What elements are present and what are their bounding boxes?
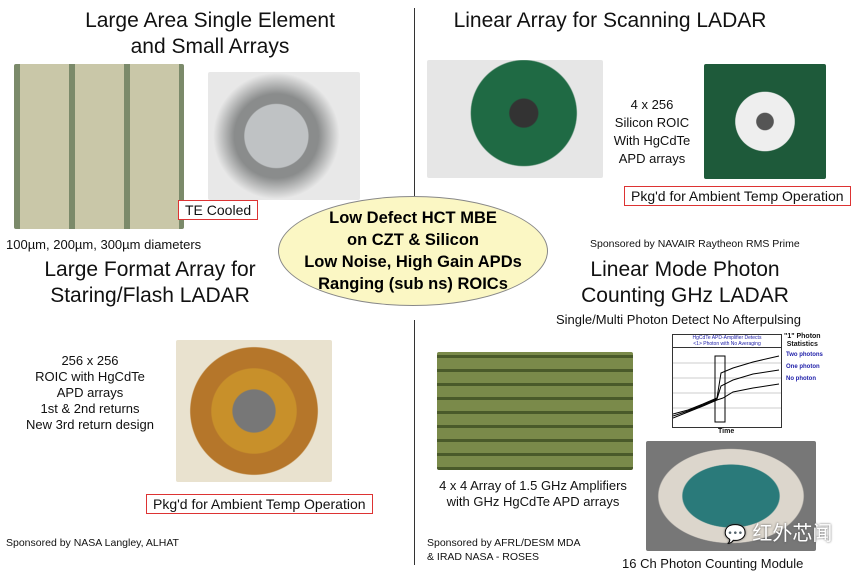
- title-line: and Small Arrays: [130, 35, 290, 58]
- desc-line: APD arrays: [618, 151, 686, 166]
- ellipse-line: Low Noise, High Gain APDs: [304, 253, 522, 271]
- desc-line: New 3rd return design: [26, 417, 154, 432]
- desc-line: 1st & 2nd returns: [40, 401, 140, 416]
- caption-line: with GHz HgCdTe APD arrays: [446, 494, 620, 509]
- apd-array-photo: [14, 64, 184, 229]
- title-large-area: Large Area Single Element and Small Array…: [40, 8, 380, 60]
- desc-line: With HgCdTe: [613, 133, 691, 148]
- desc-line: 4 x 256: [630, 97, 674, 112]
- desc-line: 256 x 256: [61, 353, 119, 368]
- ellipse-line: Ranging (sub ns) ROICs: [318, 275, 508, 293]
- ellipse-line: on CZT & Silicon: [347, 231, 479, 249]
- trace-no-photon: [672, 383, 780, 419]
- sponsor-line: & IRAD NASA - ROSES: [427, 551, 540, 563]
- diameters-caption: 100µm, 200µm, 300µm diameters: [6, 237, 202, 252]
- packaged-linear-array-photo: [704, 64, 826, 179]
- title-line: Large Format Array for: [44, 258, 256, 281]
- sponsor-afrl: Sponsored by AFRL/DESM MDA & IRAD NASA - …: [427, 536, 580, 564]
- title-line: Staring/Flash LADAR: [50, 284, 250, 307]
- photon-chart: HgCdTe APD-Amplifier Detects<1> Photon w…: [672, 334, 782, 428]
- sponsor-nasa-langley: Sponsored by NASA Langley, ALHAT: [6, 537, 179, 549]
- stats-line: "1" Photon: [784, 333, 821, 340]
- chart-xlabel: Time: [718, 428, 735, 435]
- desc-line: APD arrays: [56, 385, 124, 400]
- trace-two-photons: [672, 355, 780, 415]
- label-two-photons: Two photons: [786, 352, 823, 358]
- sponsor-line: Sponsored by AFRL/DESM MDA: [427, 537, 581, 549]
- pulse-window: [714, 355, 726, 423]
- title-line: Counting GHz LADAR: [581, 284, 789, 307]
- title-linear-array: Linear Array for Scanning LADAR: [453, 9, 767, 32]
- title-line: Large Area Single Element: [85, 9, 335, 32]
- photon-counting-module-photo: [646, 441, 816, 551]
- watermark: 💬红外芯闻: [724, 522, 832, 546]
- trace-one-photon: [672, 369, 780, 417]
- te-cooled-label: TE Cooled: [178, 200, 259, 220]
- chart-title-line: HgCdTe APD-Amplifier Detects: [692, 335, 762, 341]
- chart-title-line: <1> Photon with No Averaging: [693, 341, 761, 347]
- amplifier-array-photo: [437, 352, 633, 470]
- desc-line: Silicon ROIC: [614, 115, 690, 130]
- chart-title: HgCdTe APD-Amplifier Detects<1> Photon w…: [673, 335, 781, 348]
- wechat-icon: 💬: [724, 524, 747, 544]
- watermark-text: 红外芯闻: [752, 523, 833, 545]
- linear-array-photo: [427, 60, 603, 178]
- chart-traces: [672, 355, 781, 423]
- label-one-photon: One photon: [786, 364, 820, 370]
- pkgd-label-top: Pkg'd for Ambient Temp Operation: [624, 186, 851, 206]
- divider-vertical-top: [414, 8, 415, 248]
- desc-line: ROIC with HgCdTe: [35, 369, 145, 384]
- pkgd-label-bottom: Pkg'd for Ambient Temp Operation: [146, 494, 373, 514]
- ellipse-line: Low Defect HCT MBE: [329, 209, 497, 227]
- te-cooled-photo: [208, 72, 360, 200]
- caption-line: 4 x 4 Array of 1.5 GHz Amplifiers: [439, 478, 627, 493]
- title-line: Linear Mode Photon: [590, 258, 780, 281]
- stats-line: Statistics: [786, 341, 818, 348]
- photon-subtitle: Single/Multi Photon Detect No Afterpulsi…: [556, 312, 801, 327]
- sponsor-navair: Sponsored by NAVAIR Raytheon RMS Prime: [590, 238, 800, 250]
- large-format-array-photo: [176, 340, 332, 482]
- label-no-photon: No photon: [786, 376, 816, 382]
- module-caption: 16 Ch Photon Counting Module: [622, 556, 804, 571]
- divider-vertical-bottom: [414, 320, 415, 565]
